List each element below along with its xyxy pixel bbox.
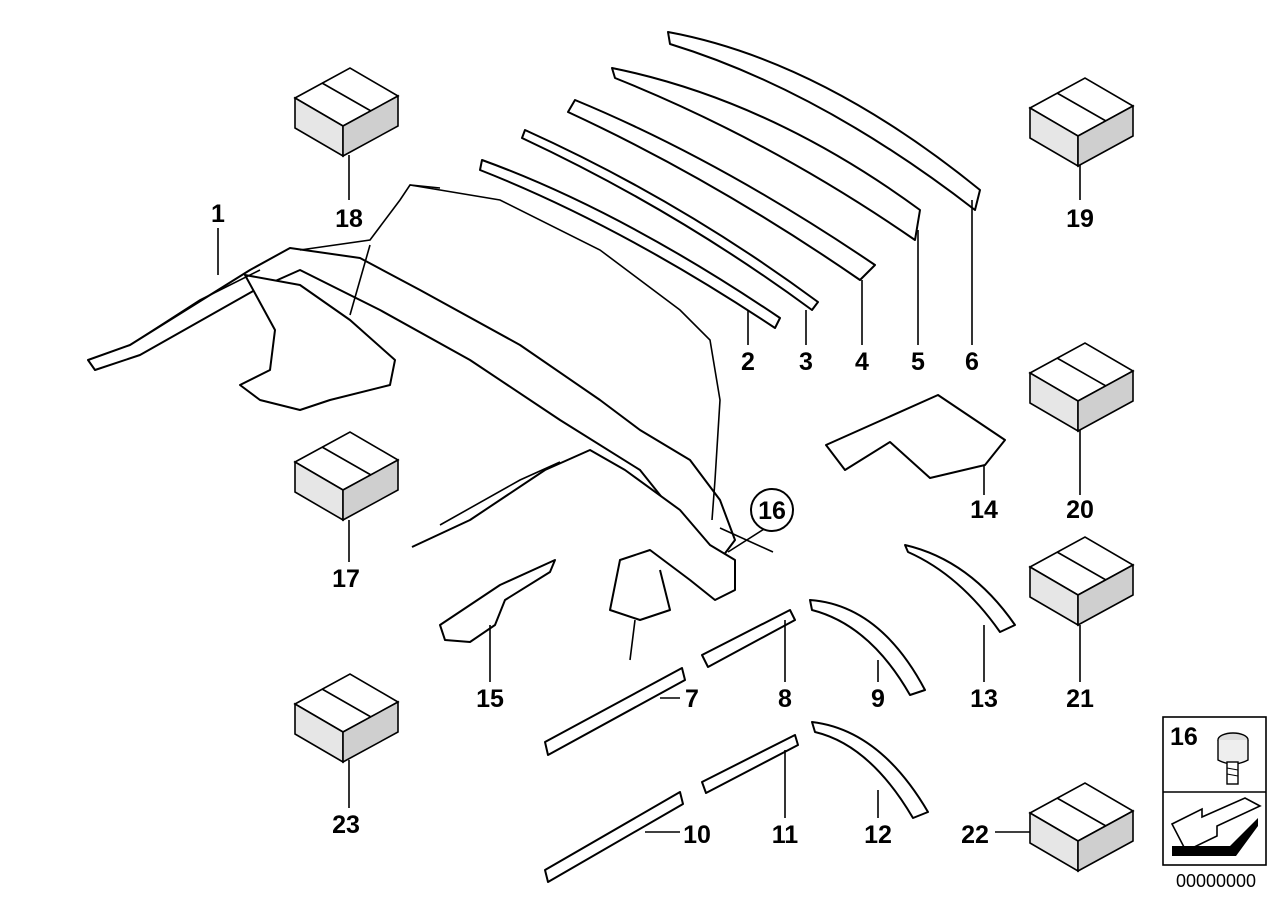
box-20 — [1028, 342, 1135, 433]
legend-number: 16 — [1170, 723, 1198, 751]
part-12-arc — [811, 721, 929, 819]
part-3-bow — [521, 129, 819, 311]
box-22 — [1028, 782, 1135, 873]
part-8-strip — [701, 609, 796, 668]
callout-19: 19 — [1066, 205, 1094, 233]
part-15-bracket — [439, 559, 556, 643]
callout-18: 18 — [335, 205, 363, 233]
callout-22: 22 — [961, 821, 989, 849]
leader-lines — [217, 155, 1081, 833]
callout-4: 4 — [855, 348, 869, 376]
box-23 — [293, 673, 400, 764]
callout-3: 3 — [799, 348, 813, 376]
callout-1: 1 — [211, 200, 225, 228]
callout-20: 20 — [1066, 496, 1094, 524]
callout-9: 9 — [871, 685, 885, 713]
arrow-icon — [1170, 797, 1262, 856]
legend-box: 16 — [1162, 716, 1267, 866]
part-11-strip — [701, 734, 799, 794]
part-10-strip — [544, 791, 684, 883]
callout-12: 12 — [864, 821, 892, 849]
callout-11: 11 — [772, 821, 799, 849]
callout-13: 13 — [970, 685, 998, 713]
callout-8: 8 — [778, 685, 792, 713]
box-21 — [1028, 536, 1135, 627]
box-17 — [293, 431, 400, 522]
callout-15: 15 — [476, 685, 504, 713]
callout-16-circle — [750, 488, 794, 532]
part-6-rail — [667, 31, 981, 211]
part-4-strip — [567, 99, 876, 281]
part-14-panel — [825, 394, 1006, 479]
callout-21: 21 — [1066, 685, 1094, 713]
callout-14: 14 — [970, 496, 998, 524]
callout-5: 5 — [911, 348, 925, 376]
box-19 — [1028, 77, 1135, 168]
roof-frame — [87, 184, 736, 661]
callout-23: 23 — [332, 811, 360, 839]
image-code: 00000000 — [1176, 871, 1256, 891]
part-9-arc — [809, 599, 926, 696]
box-18 — [293, 67, 400, 158]
part-7-strip — [544, 667, 686, 756]
part-5-rail — [611, 67, 921, 241]
callout-7: 7 — [685, 685, 699, 713]
part-13-arc — [904, 544, 1016, 633]
callout-6: 6 — [965, 348, 979, 376]
bolt-icon — [1217, 732, 1249, 785]
callout-16: 16 — [758, 497, 786, 525]
callout-2: 2 — [741, 348, 755, 376]
callout-10: 10 — [683, 821, 711, 849]
part-2-bow — [479, 159, 781, 329]
callout-17: 17 — [332, 565, 360, 593]
